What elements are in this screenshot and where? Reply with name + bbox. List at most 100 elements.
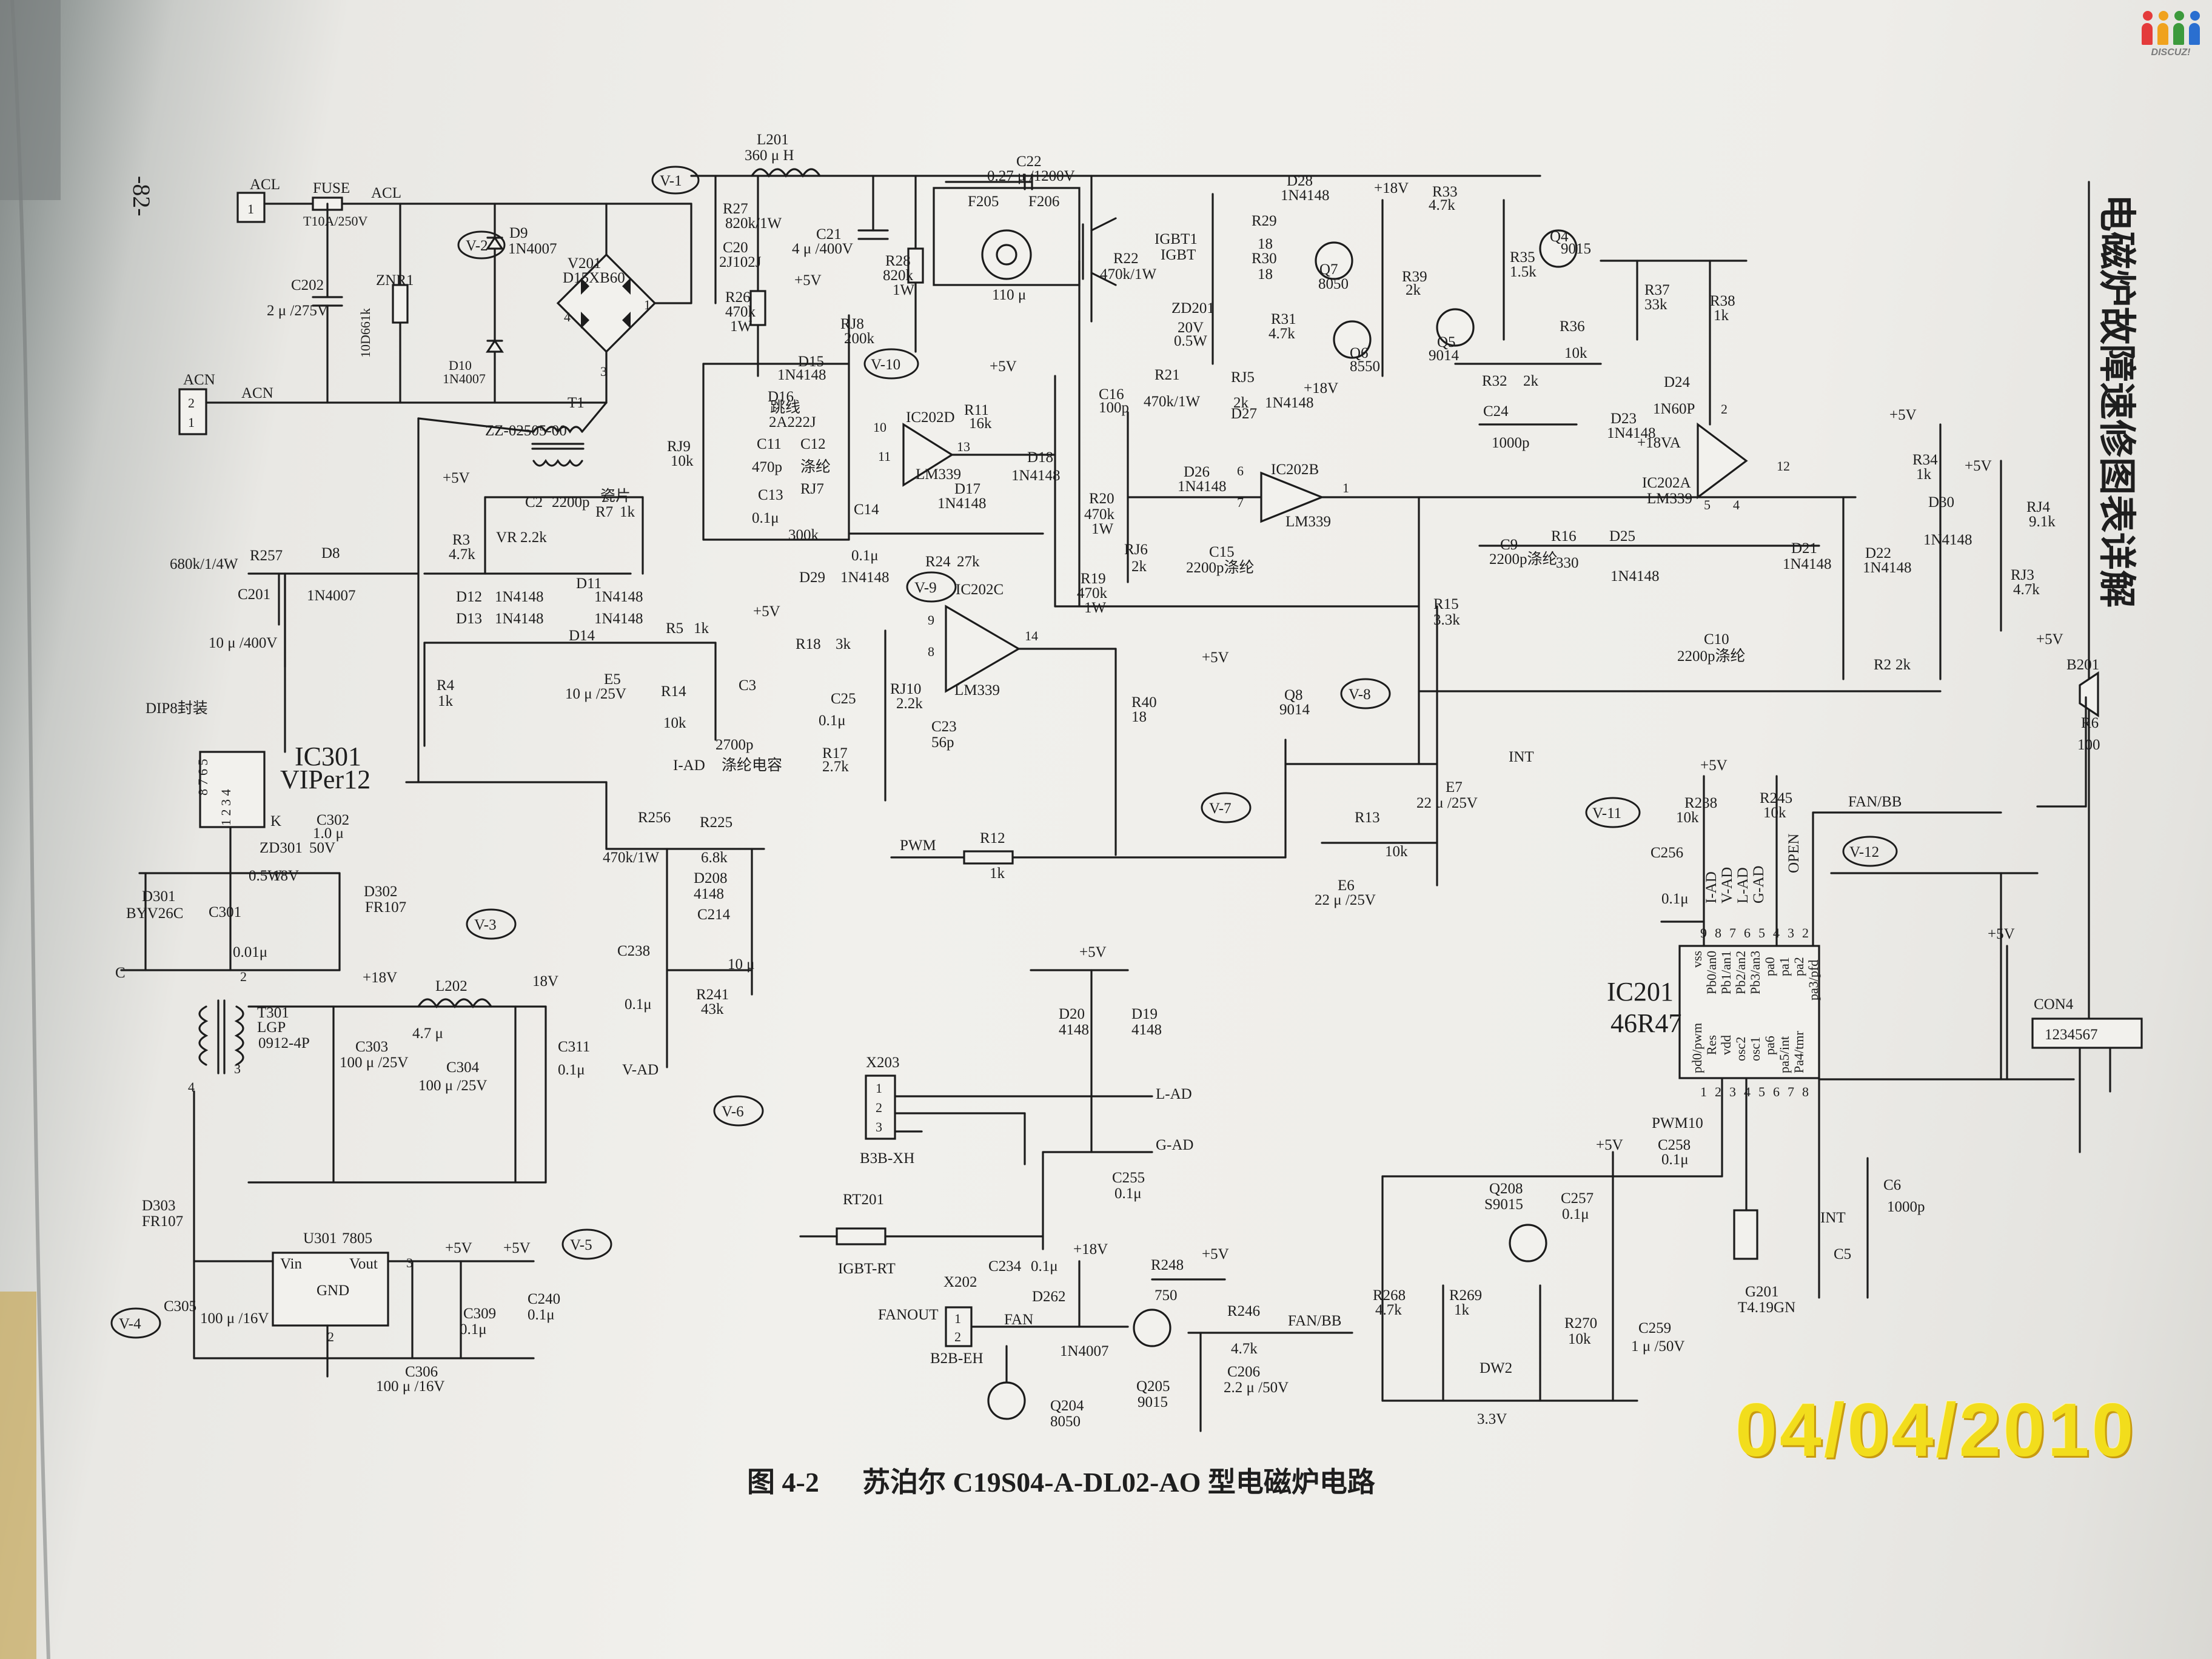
rt201-thermistor xyxy=(836,1227,886,1245)
svg-text:C304: C304 xyxy=(446,1059,480,1076)
svg-text:D25: D25 xyxy=(1609,528,1635,545)
svg-text:13: 13 xyxy=(957,439,970,454)
svg-text:2A222J: 2A222J xyxy=(769,414,816,431)
svg-text:IGBT: IGBT xyxy=(1161,247,1196,263)
svg-text:11: 11 xyxy=(878,449,891,464)
svg-text:C11: C11 xyxy=(757,436,782,452)
svg-text:RJ10: RJ10 xyxy=(890,681,921,697)
svg-text:+5V: +5V xyxy=(1889,407,1917,423)
svg-text:1N4148: 1N4148 xyxy=(1265,395,1314,411)
svg-text:4148: 4148 xyxy=(694,886,724,902)
svg-text:D28: D28 xyxy=(1287,173,1313,189)
svg-text:R7: R7 xyxy=(595,504,613,520)
svg-text:FAN/BB: FAN/BB xyxy=(1848,794,1902,810)
svg-text:R36: R36 xyxy=(1560,318,1585,335)
svg-text:D208: D208 xyxy=(694,870,728,886)
svg-text:R27: R27 xyxy=(723,201,748,217)
svg-text:1W: 1W xyxy=(893,282,915,298)
svg-text:3: 3 xyxy=(876,1119,882,1134)
svg-text:33k: 33k xyxy=(1644,297,1667,313)
svg-text:L-AD: L-AD xyxy=(1735,867,1751,903)
svg-text:10k: 10k xyxy=(671,453,694,469)
svg-text:+5V: +5V xyxy=(990,358,1017,375)
svg-text:10k: 10k xyxy=(1568,1331,1591,1347)
svg-text:F206: F206 xyxy=(1028,193,1059,210)
svg-text:BYV26C: BYV26C xyxy=(126,905,183,922)
svg-text:D22: D22 xyxy=(1865,545,1891,561)
svg-text:L201: L201 xyxy=(757,132,789,148)
svg-text:0.1μ: 0.1μ xyxy=(528,1307,555,1323)
svg-text:1 μ /50V: 1 μ /50V xyxy=(1631,1338,1684,1355)
discuz-watermark: DISCUZ! xyxy=(2134,5,2207,65)
svg-text:1: 1 xyxy=(188,415,195,430)
svg-text:5: 5 xyxy=(1758,925,1765,940)
svg-text:R17: R17 xyxy=(822,745,848,762)
svg-text:1N4148: 1N4148 xyxy=(777,367,826,383)
svg-text:+5V: +5V xyxy=(1596,1137,1623,1153)
svg-text:D17: D17 xyxy=(954,481,980,497)
svg-text:R35: R35 xyxy=(1510,249,1535,266)
svg-text:1N4148: 1N4148 xyxy=(1011,468,1061,484)
svg-text:100 μ /25V: 100 μ /25V xyxy=(340,1054,408,1071)
svg-text:5: 5 xyxy=(1704,497,1711,512)
svg-text:2k: 2k xyxy=(1131,558,1147,575)
figure-green-icon xyxy=(2174,11,2184,21)
svg-text:1000p: 1000p xyxy=(1887,1199,1925,1215)
svg-text:3: 3 xyxy=(1788,925,1794,940)
svg-text:2700p: 2700p xyxy=(716,737,754,753)
svg-text:C12: C12 xyxy=(800,436,826,452)
svg-text:18V: 18V xyxy=(273,868,299,884)
svg-text:+5V: +5V xyxy=(753,603,780,620)
svg-text:9.1k: 9.1k xyxy=(2029,514,2056,530)
svg-text:4.7k: 4.7k xyxy=(2013,581,2040,598)
svg-text:0.01μ: 0.01μ xyxy=(233,944,267,960)
svg-text:+5V: +5V xyxy=(794,272,822,289)
svg-text:R11: R11 xyxy=(964,402,989,418)
svg-text:8: 8 xyxy=(928,644,934,659)
svg-text:LM339: LM339 xyxy=(1647,491,1692,507)
svg-text:0912-4P: 0912-4P xyxy=(258,1035,310,1051)
svg-text:100 μ /16V: 100 μ /16V xyxy=(200,1310,269,1327)
svg-text:8: 8 xyxy=(1715,925,1721,940)
svg-text:1: 1 xyxy=(954,1311,961,1326)
svg-text:6: 6 xyxy=(1773,1084,1780,1099)
svg-text:R38: R38 xyxy=(1710,293,1735,309)
figure-caption: 苏泊尔 C19S04-A-DL02-AO 型电磁炉电路 xyxy=(862,1467,1376,1498)
svg-text:18: 18 xyxy=(1258,266,1273,283)
svg-text:16k: 16k xyxy=(969,415,992,432)
svg-text:L202: L202 xyxy=(435,978,468,994)
svg-text:D10: D10 xyxy=(449,358,472,373)
svg-text:R24: R24 xyxy=(925,554,951,570)
svg-text:330: 330 xyxy=(1556,555,1579,571)
svg-text:DIP8封装: DIP8封装 xyxy=(146,700,208,717)
svg-text:R16: R16 xyxy=(1551,528,1577,545)
svg-text:C303: C303 xyxy=(355,1039,388,1055)
svg-text:V-4: V-4 xyxy=(119,1316,141,1332)
svg-text:2k: 2k xyxy=(1406,282,1421,298)
svg-text:Pb3/an3: Pb3/an3 xyxy=(1748,951,1763,994)
svg-text:D15XB60: D15XB60 xyxy=(563,270,625,286)
figure-red-icon xyxy=(2143,11,2153,21)
svg-text:0.5W: 0.5W xyxy=(249,868,282,884)
svg-text:C302: C302 xyxy=(317,812,349,828)
svg-text:V-9: V-9 xyxy=(914,580,937,596)
svg-text:R4: R4 xyxy=(437,677,455,694)
side-header: 电磁炉故障速修图表详解 xyxy=(2096,194,2137,608)
svg-text:9015: 9015 xyxy=(1561,241,1591,257)
svg-text:4148: 4148 xyxy=(1131,1022,1162,1038)
svg-text:K: K xyxy=(270,813,281,830)
svg-text:osc1: osc1 xyxy=(1748,1037,1763,1061)
svg-text:4: 4 xyxy=(1733,497,1740,512)
svg-text:3: 3 xyxy=(234,1061,241,1076)
svg-text:Vout: Vout xyxy=(349,1256,378,1272)
svg-text:C309: C309 xyxy=(463,1305,496,1322)
u301-regulator xyxy=(272,1252,389,1327)
svg-text:Q5: Q5 xyxy=(1437,334,1456,350)
svg-text:100 μ /16V: 100 μ /16V xyxy=(376,1378,444,1395)
svg-text:1k: 1k xyxy=(1714,307,1729,324)
svg-text:43k: 43k xyxy=(701,1001,724,1017)
svg-text:U301: U301 xyxy=(303,1230,337,1247)
svg-text:1k: 1k xyxy=(438,693,454,709)
aux-section: 680k/1/4W R257 D8 1N4007 C201 10 μ /400V… xyxy=(170,470,782,850)
svg-text:V-11: V-11 xyxy=(1592,805,1621,822)
